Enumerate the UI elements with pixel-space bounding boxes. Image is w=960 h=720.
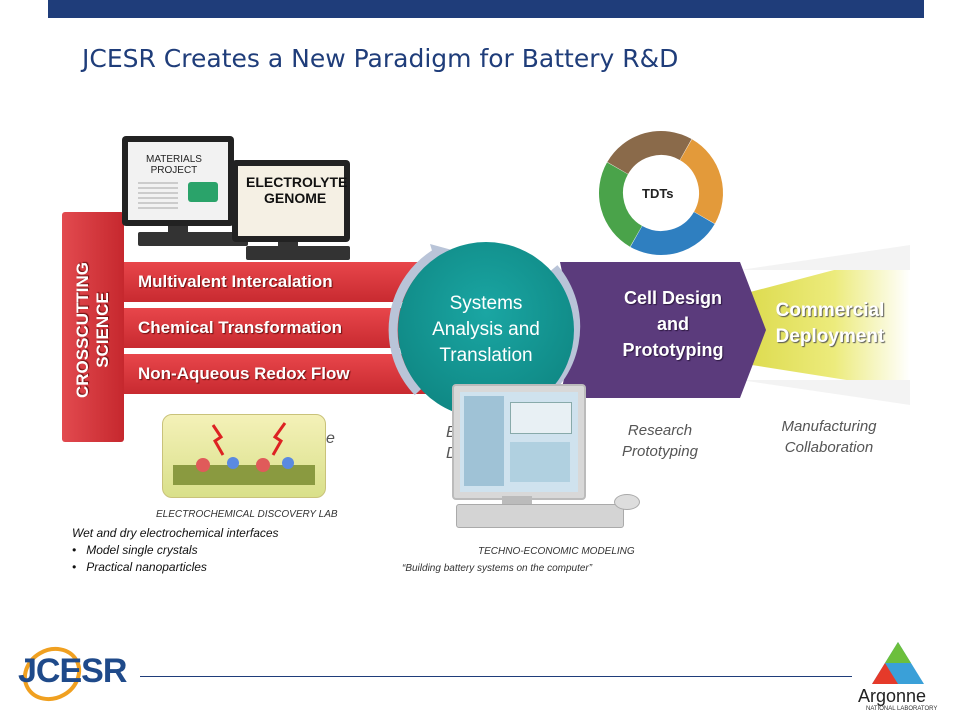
argonne-logo: Argonne NATIONAL LABORATORY	[858, 640, 938, 718]
monitor-stand	[502, 496, 532, 506]
research-prototyping-label: Research Prototyping	[622, 422, 698, 460]
top-bar	[48, 0, 924, 18]
ecdl-caption: ELECTROCHEMICAL DISCOVERY LAB	[156, 509, 338, 520]
techno-quote: “Building battery systems on the compute…	[402, 563, 593, 574]
keyboard-icon	[456, 504, 624, 528]
keyboard-icon	[246, 246, 350, 260]
techno-economic-monitor	[452, 384, 586, 500]
jcesr-logo: JCESR	[14, 636, 140, 706]
crosscutting-science-box	[62, 212, 124, 442]
keyboard-icon	[138, 232, 248, 246]
argonne-triangle-icon	[872, 642, 924, 684]
crosscutting-science-label: CROSSCUTTING SCIENCE	[73, 262, 112, 398]
cell-design-label: Cell Design and Prototyping	[622, 288, 724, 360]
band-non-aqueous-redox-flow: Non-Aqueous Redox Flow	[122, 354, 442, 394]
footer-line	[140, 676, 852, 677]
monitor-stand	[168, 226, 188, 234]
techno-caption: TECHNO-ECONOMIC MODELING	[478, 546, 635, 557]
ecdl-bullet: • Model single crystals	[72, 543, 198, 557]
ecdl-bullet: • Practical nanoparticles	[72, 560, 207, 574]
commercial-glow	[720, 245, 910, 405]
tdt-ring-icon	[599, 131, 723, 256]
electrochemical-lab-image	[162, 414, 326, 498]
materials-project-monitor: MATERIALS PROJECT	[122, 136, 234, 226]
band-multivalent-intercalation: Multivalent Intercalation	[122, 262, 442, 302]
tdts-label: TDTs	[642, 186, 674, 201]
electrolyte-genome-monitor: ELECTROLYTE GENOME	[232, 160, 350, 242]
partial-bd-text: B D	[446, 422, 458, 464]
cell-design-arrow	[560, 262, 766, 398]
materials-project-label: MATERIALS PROJECT	[146, 154, 202, 176]
slide-title: JCESR Creates a New Paradigm for Battery…	[82, 44, 679, 73]
ecdl-heading: Wet and dry electrochemical interfaces	[72, 526, 279, 540]
commercial-deployment-label: Commercial Deployment	[775, 300, 885, 347]
mouse-icon	[614, 494, 640, 510]
electrolyte-genome-label: ELECTROLYTE GENOME	[246, 174, 348, 206]
manufacturing-collaboration-label: Manufacturing Collaboration	[781, 418, 877, 456]
